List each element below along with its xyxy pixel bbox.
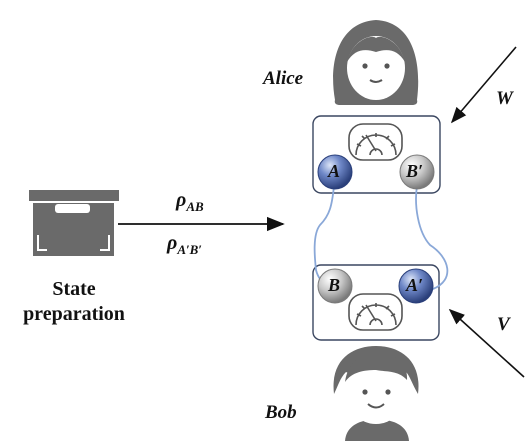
particle-a-prime — [398, 268, 434, 304]
rho-ab-symbol: ρ — [176, 189, 187, 211]
particle-b — [317, 268, 353, 304]
rho-ab-label: ρAB — [176, 189, 204, 215]
rho-ab-subscript: AB — [186, 199, 204, 214]
bob-avatar-icon — [333, 346, 419, 441]
bob-meter-icon — [348, 293, 403, 331]
w-arrow — [450, 46, 517, 124]
state-label-line1: State — [52, 278, 96, 300]
alice-meter-icon — [348, 123, 403, 161]
particle-b-prime — [399, 154, 435, 190]
entangle-link-a-b-prime — [415, 185, 449, 290]
v-label: V — [497, 314, 510, 335]
particle-a — [317, 154, 353, 190]
particle-b-label: B — [328, 275, 341, 295]
w-label: W — [496, 88, 513, 109]
v-arrow — [448, 308, 525, 378]
rho-a-prime-b-prime-label: ρA′B′ — [167, 232, 202, 258]
alice-label: Alice — [263, 68, 304, 89]
state-box-icon — [29, 190, 119, 256]
rho-a-prime-b-prime-symbol: ρ — [167, 232, 178, 254]
bob-label: Bob — [265, 402, 297, 423]
alice-avatar-icon — [333, 20, 419, 105]
state-label-line2: preparation — [23, 303, 125, 325]
particle-b-prime-label: B′ — [406, 161, 424, 181]
particle-a-prime-label: A′ — [406, 275, 424, 295]
particle-a-label: A — [328, 161, 341, 181]
rho-a-prime-b-prime-subscript: A′B′ — [177, 242, 202, 257]
state-preparation-label: State preparation — [0, 277, 148, 327]
